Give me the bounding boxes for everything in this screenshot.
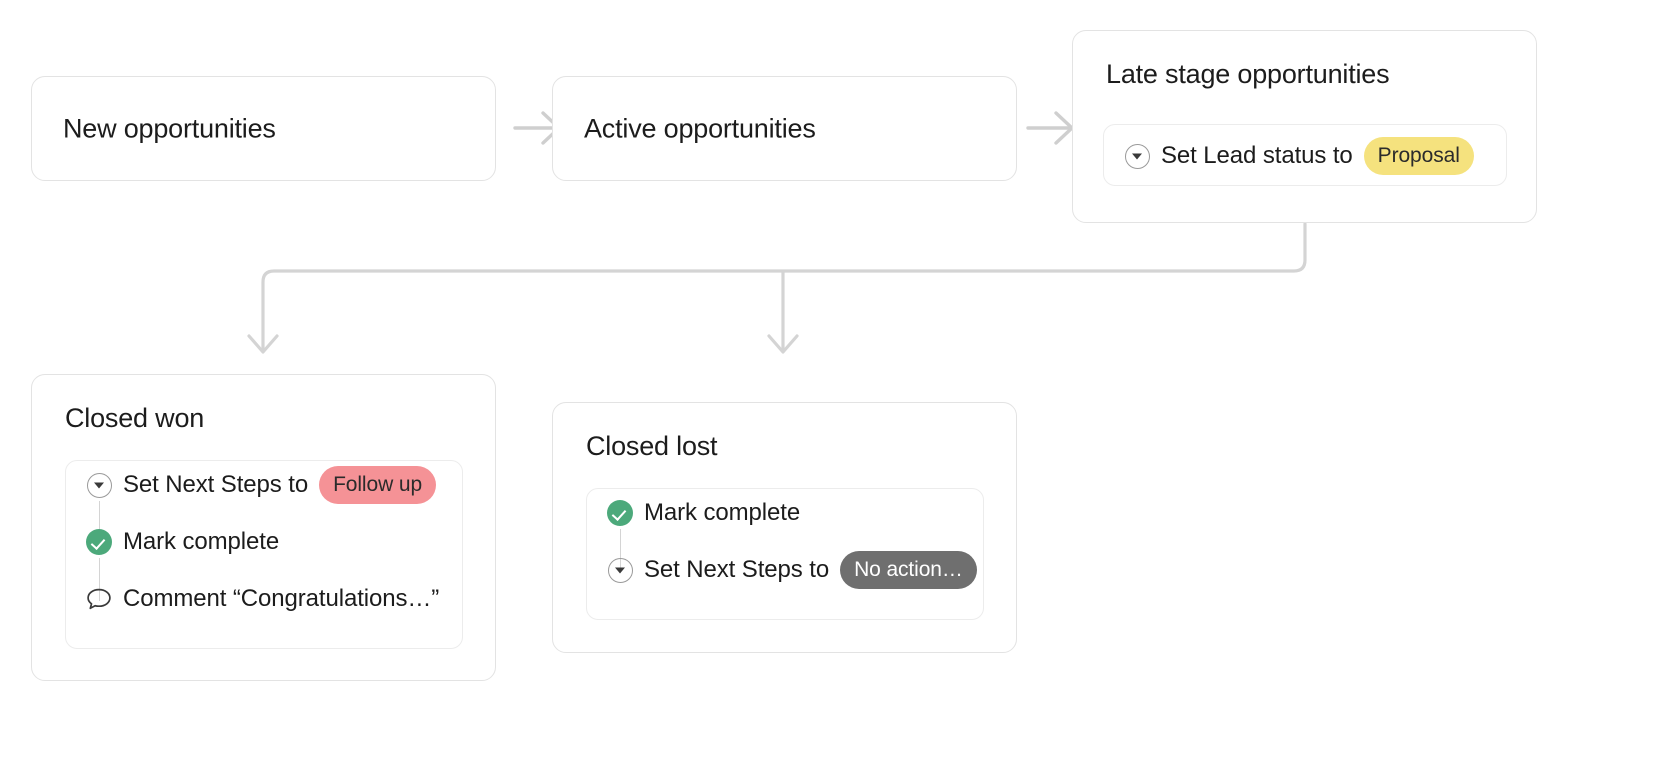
check-circle-icon xyxy=(607,500,633,526)
action-list: Mark complete Set Next Steps to No actio… xyxy=(586,488,984,620)
dropdown-circle-icon xyxy=(1124,143,1150,169)
stage-title: Active opportunities xyxy=(584,113,816,143)
comment-bubble-icon xyxy=(86,586,112,612)
action-row[interactable]: Set Next Steps to Follow up xyxy=(86,466,437,504)
action-list: Set Lead status to Proposal xyxy=(1103,124,1507,186)
dropdown-circle-icon xyxy=(86,472,112,498)
stage-card-closed-lost[interactable]: Closed lost Mark complete Set Next Steps… xyxy=(552,402,1017,653)
stage-title: Late stage opportunities xyxy=(1106,59,1390,89)
stage-card-active-opportunities[interactable]: Active opportunities xyxy=(552,76,1017,181)
connector-late-stage-branches xyxy=(247,222,1307,354)
stage-title: Closed won xyxy=(65,403,205,433)
action-row[interactable]: Mark complete xyxy=(607,497,800,529)
action-label: Set Lead status to xyxy=(1161,142,1353,169)
status-badge[interactable]: Follow up xyxy=(319,466,437,504)
stage-card-closed-won[interactable]: Closed won Set Next Steps to Follow up M… xyxy=(31,374,496,681)
stage-card-new-opportunities[interactable]: New opportunities xyxy=(31,76,496,181)
stage-title: New opportunities xyxy=(63,113,276,143)
stage-card-late-stage-opportunities[interactable]: Late stage opportunities Set Lead status… xyxy=(1072,30,1537,223)
action-list: Set Next Steps to Follow up Mark complet… xyxy=(65,460,463,649)
dropdown-circle-icon xyxy=(607,557,633,583)
action-connector-line xyxy=(98,501,101,544)
action-row[interactable]: Comment “Congratulations…” xyxy=(86,583,439,615)
action-connector-line xyxy=(619,529,622,572)
action-label: Mark complete xyxy=(644,499,801,526)
action-row[interactable]: Set Lead status to Proposal xyxy=(1124,137,1474,175)
stage-title: Closed lost xyxy=(586,431,718,461)
action-connector-line xyxy=(98,558,101,601)
connector-active-to-late-stage xyxy=(1026,111,1074,145)
action-label: Set Next Steps to xyxy=(123,471,309,498)
action-label: Set Next Steps to xyxy=(644,556,830,583)
action-label: Mark complete xyxy=(123,528,280,555)
action-row[interactable]: Mark complete xyxy=(86,526,279,558)
action-label: Comment “Congratulations…” xyxy=(123,585,440,612)
status-badge[interactable]: No action… xyxy=(840,551,977,589)
check-circle-icon xyxy=(86,529,112,555)
action-row[interactable]: Set Next Steps to No action… xyxy=(607,551,977,589)
status-badge[interactable]: Proposal xyxy=(1363,137,1474,175)
